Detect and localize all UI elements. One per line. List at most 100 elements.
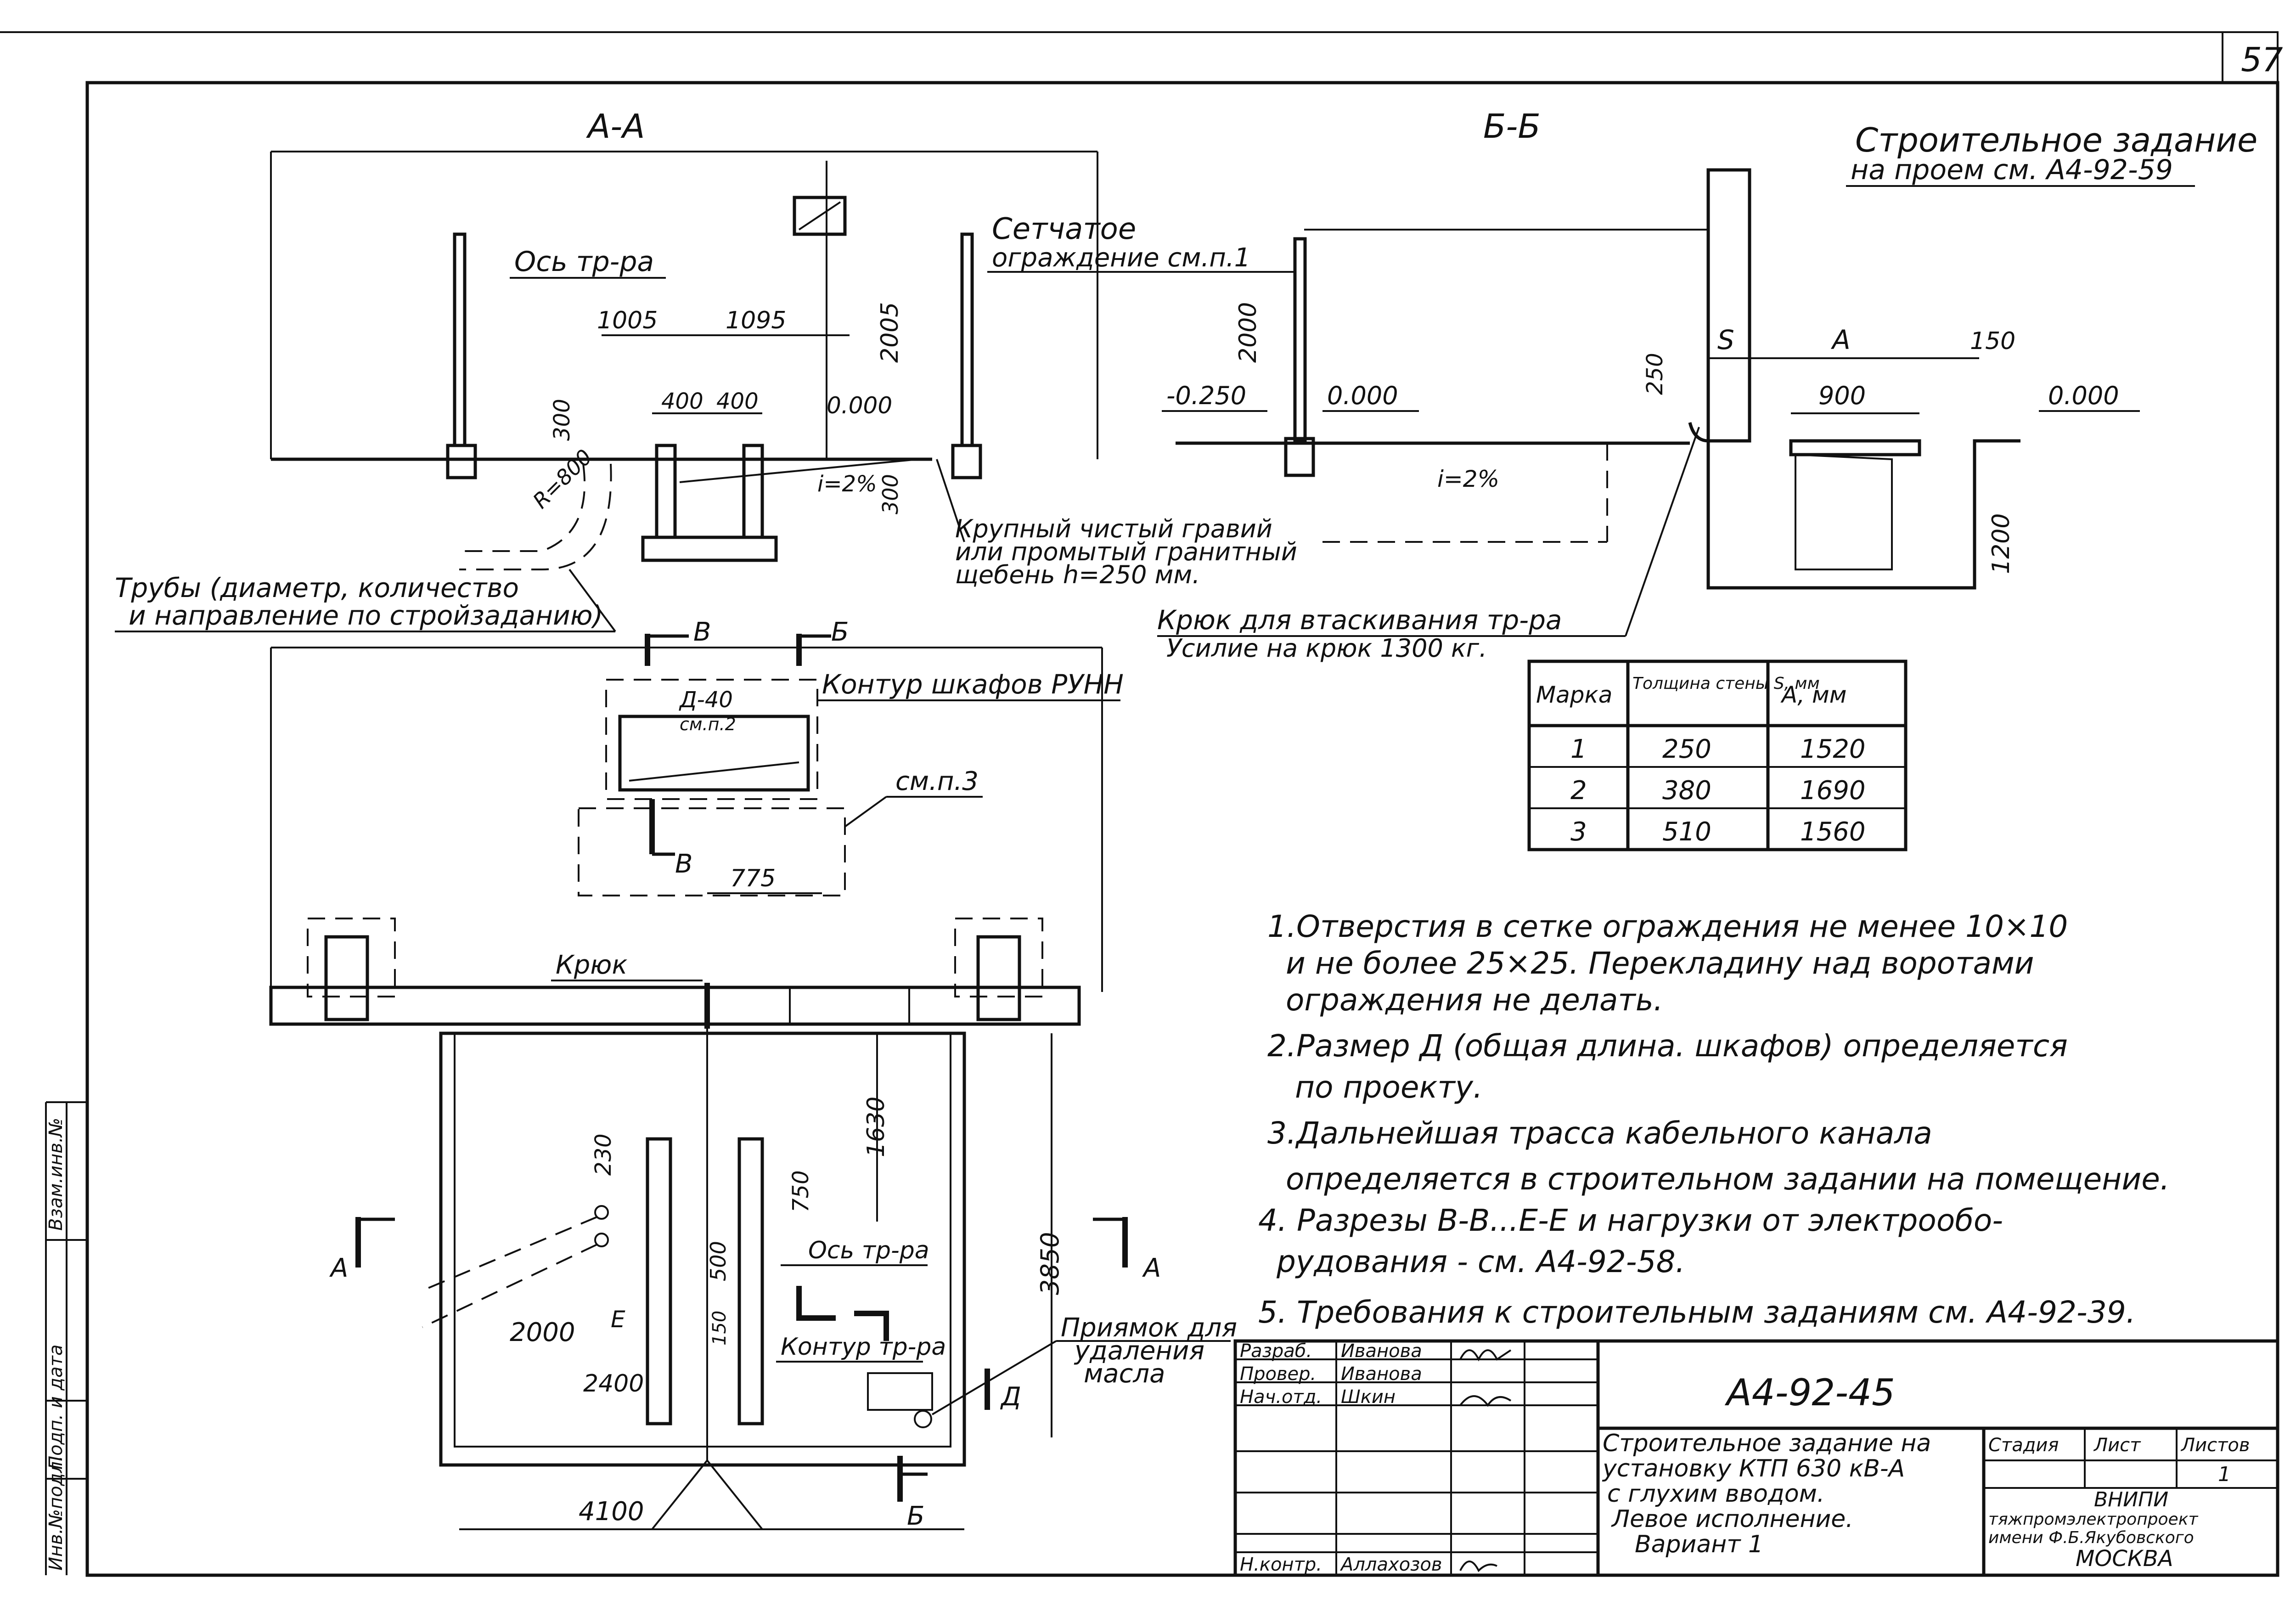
notes-block: 1.Отверстия в сетке ограждения не менее …: [1258, 909, 2170, 1330]
level-minus-250: -0.250: [1166, 381, 1246, 410]
oil-pit-label-1: Приямок для: [1061, 1313, 1237, 1343]
table-header-thickness: Толщина стены S, мм: [1632, 674, 1820, 693]
fence-post-right: [960, 232, 974, 447]
pipes-label-2: и направление по стройзаданию): [129, 600, 603, 631]
side-sign-label: Подп. и дата: [45, 1345, 67, 1470]
wall-table: Марка Толщина стены S, мм А, мм 1 250 15…: [1527, 659, 1908, 851]
rail-left: [646, 1137, 672, 1425]
slope-aa: i=2%: [817, 471, 877, 497]
transformer-symbol: [793, 196, 847, 236]
oil-pit-label-3: масла: [1084, 1359, 1165, 1389]
dim-1200: 1200: [1987, 513, 2015, 574]
cut-d: Д: [1000, 1382, 1021, 1412]
note-line: 3.Дальнейшая трасса кабельного канала: [1267, 1115, 1932, 1151]
level-0000-aa: 0.000: [827, 392, 892, 419]
dim-230: 230: [591, 1133, 616, 1176]
side-replace-label: Взам.инв.№: [45, 1118, 67, 1231]
dim-900: 900: [1818, 381, 1866, 410]
stamp-role: Провер.: [1240, 1363, 1316, 1385]
table-cell: 1: [1570, 734, 1587, 764]
note-line: 1.Отверстия в сетке ограждения не менее …: [1267, 909, 2068, 944]
plan-view: В Б Д-40 см.п.2 Контур шкафов РУНН В см.…: [269, 617, 1237, 1531]
stamp-name: Аллахозов: [1339, 1554, 1442, 1575]
stamp-desc: установку КТП 630 кВ-А: [1602, 1455, 1905, 1482]
cabinets-label: Контур шкафов РУНН: [822, 669, 1124, 700]
table-cell: 1560: [1800, 817, 1866, 847]
note-line: определяется в строительном задании на п…: [1286, 1161, 2170, 1197]
hook-label-plan: Крюк: [556, 950, 627, 980]
side-inv-label: Инв.№подл.: [45, 1455, 67, 1571]
see-p3: см.п.3: [895, 766, 979, 796]
fence-post-plan-right: [954, 918, 1043, 997]
dim-2000-bb: 2000: [1234, 302, 1262, 363]
dim-400-a: 400: [661, 389, 703, 414]
slope-bb: i=2%: [1437, 466, 1499, 492]
table-header-mark: Марка: [1536, 682, 1612, 708]
signature-control: [1459, 1561, 1497, 1572]
fence-post-left: [453, 232, 467, 447]
dim-300-top: 300: [549, 399, 575, 441]
dim-775: 775: [730, 865, 776, 892]
table-cell: 1520: [1800, 734, 1866, 764]
dim-r800: R=800: [528, 445, 597, 513]
dim-3850: 3850: [1035, 1232, 1064, 1295]
fence-post-plan-left: [307, 918, 396, 997]
section-aa: А-А 1005 1095 400 400 300 R=800 2005 0.0…: [115, 107, 1297, 632]
note-line: 2.Размер Д (общая длина. шкафов) определ…: [1267, 1028, 2068, 1064]
section-bb: Б-Б Строительное задание на проем см. А4…: [1157, 107, 2257, 663]
level-0000-bb-right: 0.000: [2048, 381, 2119, 410]
cut-v-top: В: [693, 617, 711, 647]
dim-1005: 1005: [597, 307, 658, 334]
table-cell: 2: [1570, 776, 1587, 806]
axis-label-plan: Ось тр-ра: [808, 1237, 929, 1264]
dim-400-b: 400: [716, 389, 759, 414]
gravel-label-2: или промытый гранитный: [955, 537, 1297, 566]
stamp-org: тяжпромэлектропроект: [1988, 1510, 2198, 1529]
rail-right: [737, 1137, 764, 1425]
note-line: 5. Требования к строительным заданиям см…: [1258, 1295, 2136, 1330]
task-label-1: Строительное задание: [1855, 121, 2257, 159]
cut-e: Е: [611, 1306, 625, 1333]
fence-label-1: Сетчатое: [992, 212, 1136, 246]
cut-a-left: А: [329, 1253, 348, 1283]
section-bb-title: Б-Б: [1483, 107, 1541, 146]
stamp-role: Нач.отд.: [1240, 1386, 1322, 1408]
building-wall: [1706, 168, 1751, 443]
stamp-org: ВНИПИ: [2094, 1488, 2168, 1511]
pit-outline: [1706, 439, 2020, 590]
stamp-name: Иванова: [1341, 1363, 1422, 1385]
signature-shkin: [1459, 1395, 1512, 1407]
see-p2: см.п.2: [680, 714, 736, 734]
dim-2000-plan: 2000: [510, 1318, 575, 1347]
dim-250-bb: 250: [1642, 353, 1668, 395]
stamp-sheets-header: Листов: [2180, 1435, 2250, 1456]
cut-v-bottom: В: [675, 849, 692, 879]
pipe-plan-1: [422, 1216, 597, 1291]
page-number: 57: [2241, 40, 2283, 79]
stamp-stage-header: Стадия: [1988, 1435, 2059, 1456]
dim-a: А: [1830, 324, 1851, 355]
note-line: и не более 25×25. Перекладину над ворота…: [1286, 946, 2034, 981]
stamp-desc: Левое исполнение.: [1611, 1505, 1853, 1533]
pipes-label-1: Трубы (диаметр, количество: [115, 572, 519, 603]
dim-750: 750: [788, 1170, 814, 1212]
table-cell: 380: [1662, 776, 1711, 806]
table-cell: 250: [1662, 734, 1711, 764]
stamp-desc: с глухим вводом.: [1607, 1480, 1824, 1508]
note-line: ограждения не делать.: [1286, 982, 1663, 1018]
plan-beam: [269, 986, 1081, 1026]
stamp-name: Шкин: [1341, 1386, 1396, 1408]
dim-d40: Д-40: [679, 687, 733, 713]
cut-b-bottom: Б: [907, 1501, 924, 1531]
slope-line-aa: [679, 458, 919, 483]
cut-b-top: Б: [831, 617, 849, 647]
dim-1095: 1095: [726, 307, 786, 334]
dim-500: 500: [706, 1241, 731, 1281]
stamp-sheets-value: 1: [2218, 1463, 2231, 1486]
dim-4100: 4100: [579, 1497, 644, 1527]
dim-300-bottom: 300: [878, 474, 903, 514]
table-cell: 510: [1662, 817, 1711, 847]
stamp-org: МОСКВА: [2076, 1546, 2173, 1572]
stamp-org: имени Ф.Б.Якубовского: [1988, 1528, 2194, 1547]
stamp-code: А4-92-45: [1724, 1371, 1895, 1414]
